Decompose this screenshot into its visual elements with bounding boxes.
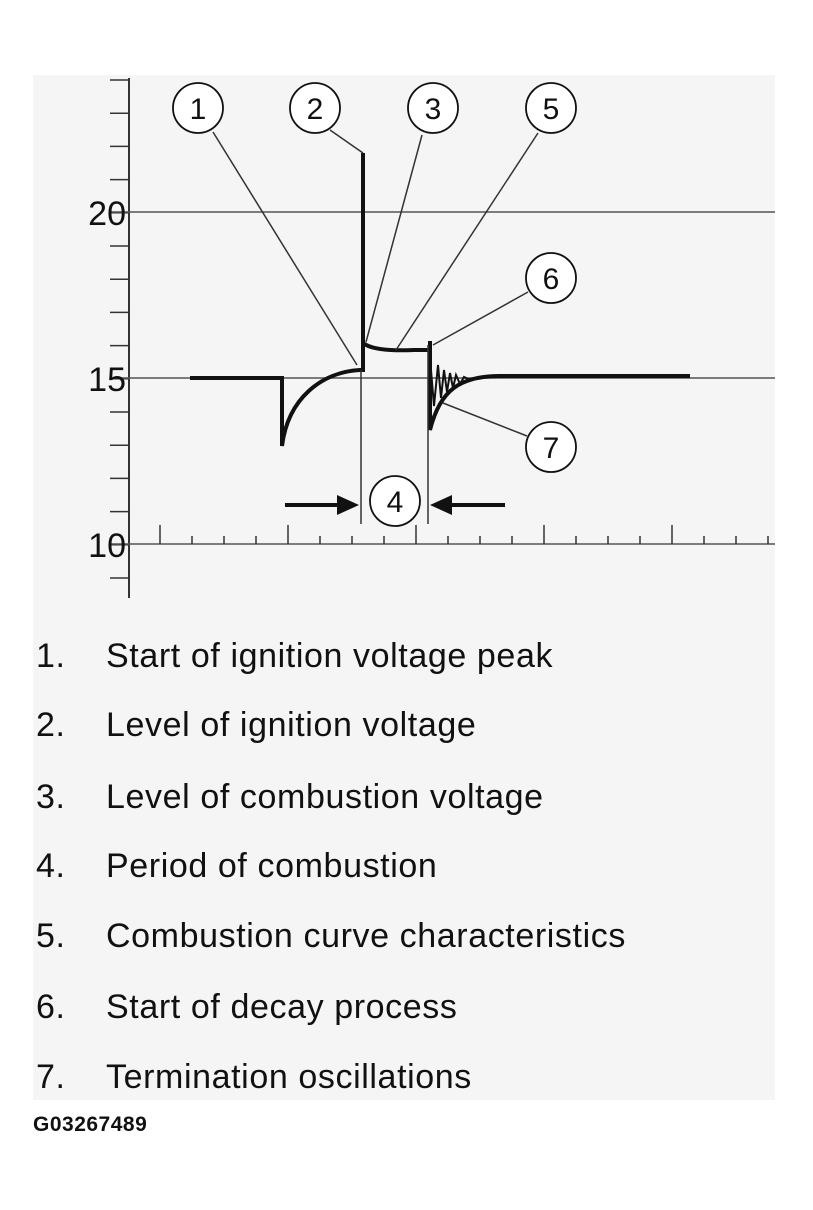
legend-item-text: Termination oscillations bbox=[106, 1058, 472, 1096]
legend-item-text: Start of decay process bbox=[106, 988, 458, 1026]
callout-3-label: 3 bbox=[425, 93, 442, 126]
diagram-panel bbox=[33, 75, 775, 1100]
x-axis-ticks bbox=[159, 525, 769, 544]
callout-2-label: 2 bbox=[307, 93, 324, 126]
ignition-waveform-diagram: 20 15 10 1 2 3 5 6 bbox=[88, 78, 775, 598]
leader-3 bbox=[365, 134, 423, 343]
leader-5 bbox=[395, 132, 539, 351]
y-tick-label-15: 15 bbox=[88, 361, 126, 399]
legend-item-number: 6. bbox=[36, 988, 66, 1026]
callout-1: 1 bbox=[172, 82, 224, 134]
callout-4: 4 bbox=[369, 475, 421, 527]
callout-4-label: 4 bbox=[387, 486, 404, 519]
legend-item-number: 5. bbox=[36, 917, 66, 955]
legend-item-number: 2. bbox=[36, 706, 66, 744]
y-tick-label-20: 20 bbox=[88, 195, 126, 233]
callout-leaders bbox=[212, 129, 539, 437]
legend-item-text: Level of combustion voltage bbox=[106, 778, 544, 816]
legend-item-text: Combustion curve characteristics bbox=[106, 917, 626, 955]
legend-item-number: 4. bbox=[36, 847, 66, 885]
legend-item-number: 7. bbox=[36, 1058, 66, 1096]
legend-item-text: Level of ignition voltage bbox=[106, 706, 477, 744]
termination-oscillations bbox=[429, 357, 471, 407]
leader-6 bbox=[432, 291, 529, 346]
callout-5-label: 5 bbox=[543, 93, 560, 126]
callout-5: 5 bbox=[525, 82, 577, 134]
callout-6: 6 bbox=[525, 252, 577, 304]
waveform-trace bbox=[190, 153, 690, 447]
callout-1-label: 1 bbox=[190, 93, 207, 126]
period-arrow-right bbox=[430, 495, 505, 515]
leader-2 bbox=[329, 129, 364, 154]
period-arrow-left bbox=[285, 495, 359, 515]
callout-6-label: 6 bbox=[543, 263, 560, 296]
y-axis-minor-ticks bbox=[110, 79, 129, 579]
legend-item-text: Period of combustion bbox=[106, 847, 438, 885]
legend-item-text: Start of ignition voltage peak bbox=[106, 637, 554, 675]
legend-item-number: 3. bbox=[36, 778, 66, 816]
leader-7 bbox=[442, 402, 528, 437]
y-tick-label-10: 10 bbox=[88, 527, 126, 565]
callout-2: 2 bbox=[289, 82, 341, 134]
callout-3: 3 bbox=[407, 82, 459, 134]
callout-7-label: 7 bbox=[543, 432, 560, 465]
figure-id: G03267489 bbox=[33, 1113, 148, 1136]
callout-7: 7 bbox=[525, 421, 577, 473]
legend-item-number: 1. bbox=[36, 637, 66, 675]
voltage-waveform bbox=[190, 153, 690, 447]
leader-1 bbox=[212, 131, 358, 366]
